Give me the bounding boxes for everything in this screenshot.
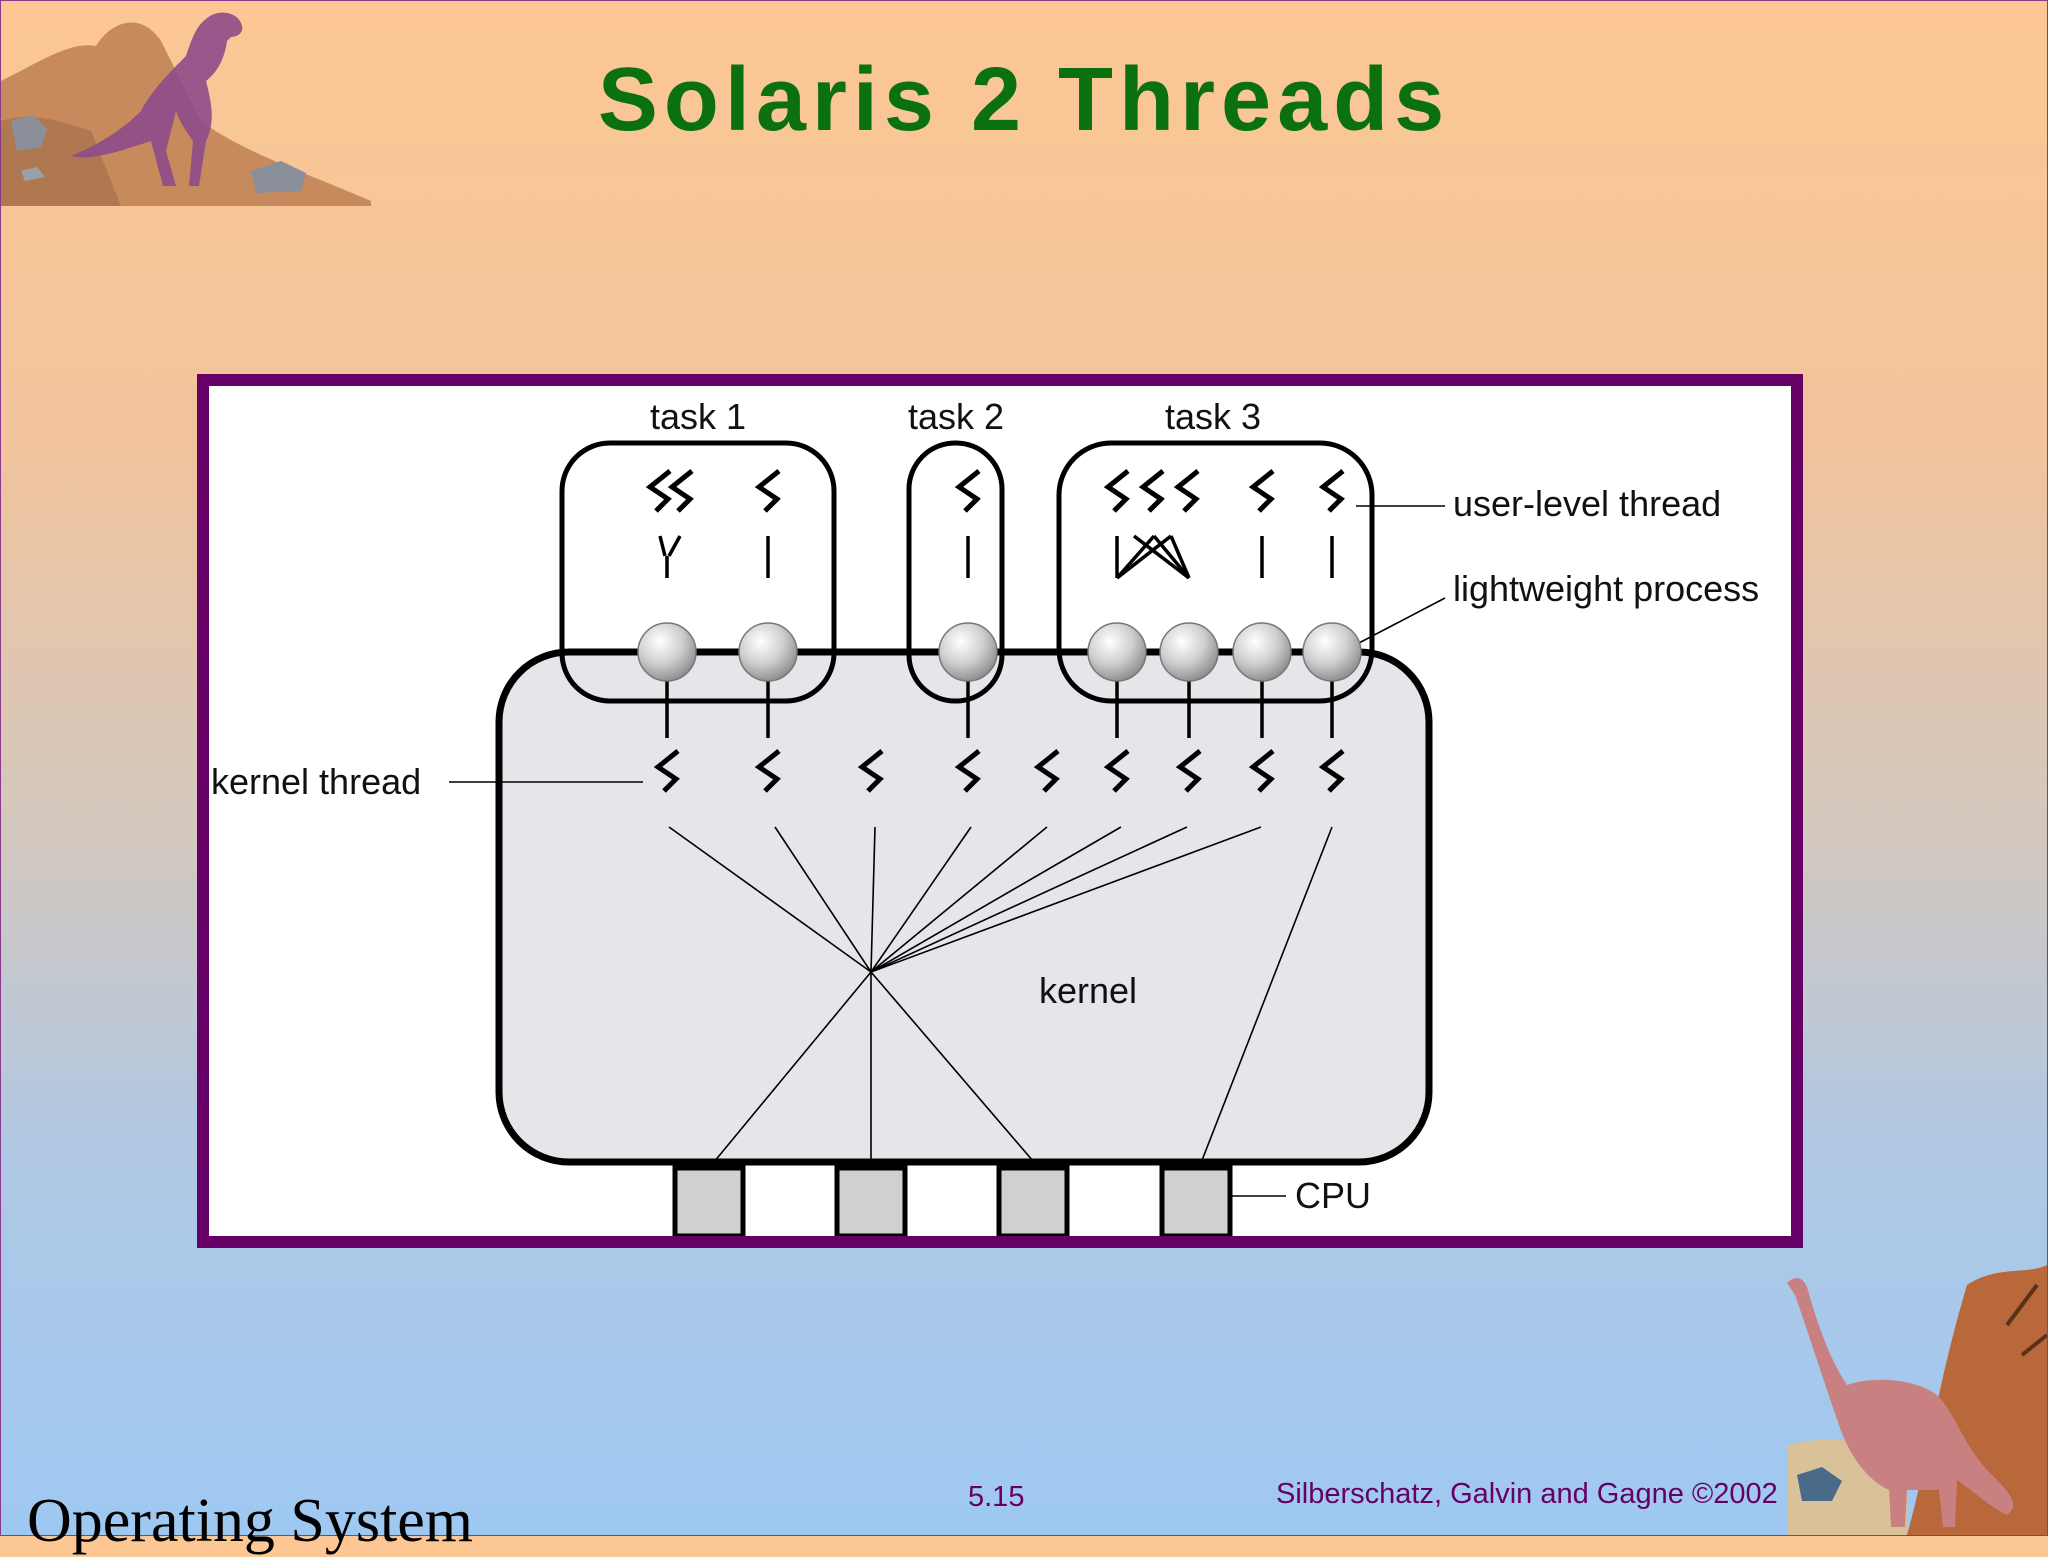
- trex-scene-image: [1, 12, 371, 206]
- brontosaurus-icon: [1787, 1278, 2014, 1527]
- course-title: Operating System: [27, 1487, 473, 1555]
- kernel-label: kernel: [1039, 970, 1137, 1011]
- user-level-thread-label: user-level thread: [1453, 483, 1721, 524]
- task1-label: task 1: [650, 396, 746, 437]
- task1-box: [559, 440, 837, 704]
- cpu-1: [672, 1165, 746, 1236]
- cpu-2: [834, 1165, 908, 1236]
- lightweight-process-label: lightweight process: [1453, 568, 1759, 609]
- task3-box: [1056, 440, 1375, 704]
- slide-title: Solaris 2 Threads: [597, 50, 1451, 150]
- cpu-4: [1159, 1165, 1233, 1236]
- copyright-notice: Silberschatz, Galvin and Gagne ©2002: [1276, 1478, 1778, 1510]
- cpus: [672, 1165, 1233, 1236]
- cpu-links: [449, 505, 1446, 1197]
- task2-label: task 2: [908, 396, 1004, 437]
- kernel-thread-label: kernel thread: [211, 761, 421, 802]
- cpu-label: CPU: [1295, 1175, 1371, 1216]
- page-number: 5.15: [968, 1481, 1025, 1513]
- brontosaurus-scene-image: [1787, 1265, 2047, 1535]
- diagram-canvas: task 1 task 2 task 3 user-level thread l…: [211, 396, 1759, 1236]
- task3-label: task 3: [1165, 396, 1261, 437]
- lightweight-processes: [637, 622, 1362, 682]
- trex-icon: [71, 12, 243, 187]
- cpu-3: [996, 1165, 1070, 1236]
- solaris-threads-diagram: task 1 task 2 task 3 user-level thread l…: [197, 374, 1803, 1248]
- kernel-box: [495, 648, 1433, 1166]
- task2-box: [906, 440, 1005, 704]
